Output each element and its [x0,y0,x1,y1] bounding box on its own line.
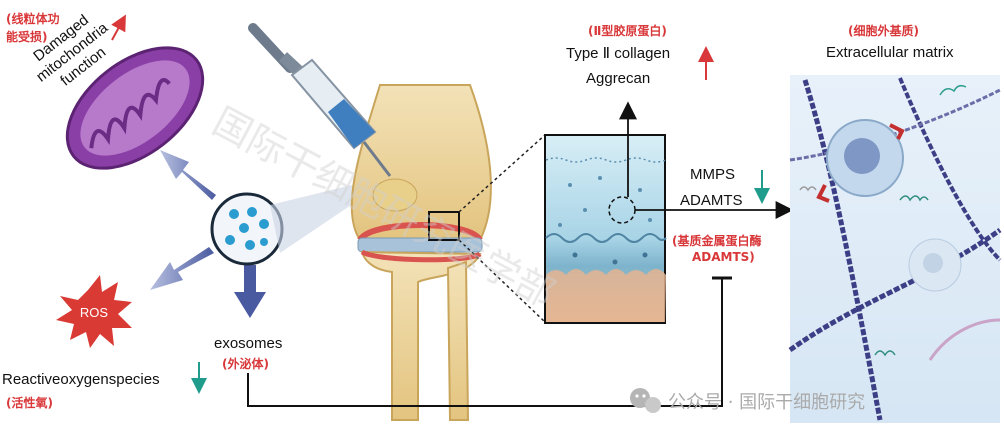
exosome-cluster [212,194,282,264]
arrow-to-ros [150,247,214,290]
enzymes-cn-line1: (基质金属蛋白酶 [672,232,762,249]
wechat-logo [630,388,661,413]
footer-watermark: 公众号 · 国际干细胞研究 [668,388,865,414]
enzymes-line2: ADAMTS [680,192,743,209]
arrow-to-mitochondria [160,150,216,200]
ros-cn-label: (活性氧) [6,394,53,411]
ecm-cn-label: (细胞外基质) [848,22,919,39]
enzymes-cn-line2: ADAMTS) [692,250,755,264]
collagen-line1: Type Ⅱ collagen [566,44,670,62]
ros-burst-text: ROS [80,305,109,320]
cartilage-panel [545,135,666,323]
mito-cn-label-1: (线粒体功 [6,10,60,27]
exosomes-cn-label: (外泌体) [222,355,269,372]
enzymes-line1: MMPS [690,166,735,183]
arrow-to-exosomes-label [234,265,266,318]
collagen-line2: Aggrecan [586,70,650,87]
ros-en-label: Reactiveoxygenspecies [2,371,160,388]
collagen-cn-label: (Ⅱ型胶原蛋白) [588,22,667,39]
exosomes-en-label: exosomes [214,335,282,352]
ecm-en-label: Extracellular matrix [826,44,954,61]
ecm-panel [790,75,1000,423]
